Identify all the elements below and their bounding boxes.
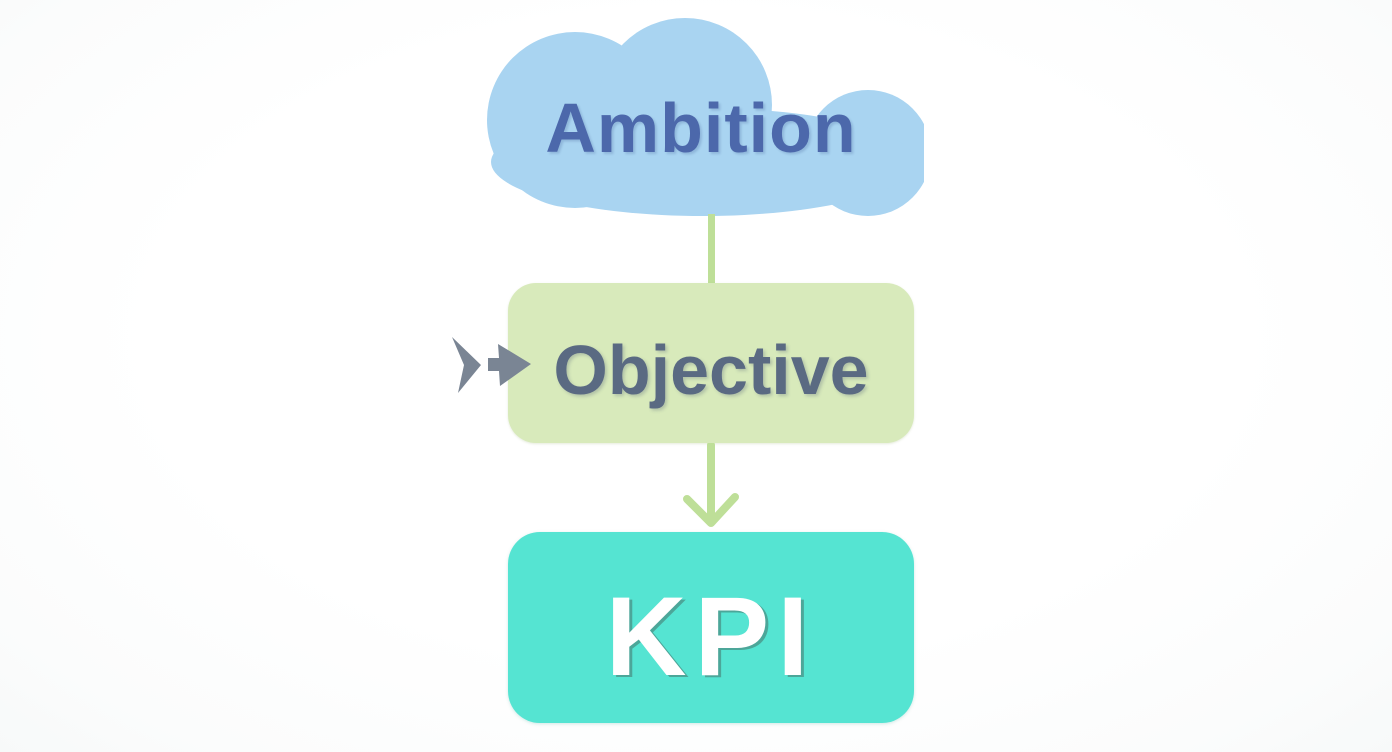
cloud-glyph <box>487 18 924 216</box>
kpi-node-label: KPI <box>605 574 817 699</box>
connector-ambition-to-objective <box>708 214 715 284</box>
ambition-node-label: Ambition <box>545 89 857 167</box>
kpi-node-box <box>508 532 914 723</box>
input-arrow-icon <box>452 337 531 393</box>
connector-objective-to-kpi <box>683 443 739 527</box>
objective-node-box <box>508 283 914 443</box>
double-chevron-right-icon <box>452 337 531 393</box>
ambition-cloud-shape <box>487 18 924 216</box>
objective-node-label: Objective <box>553 331 869 409</box>
arrow-down-icon <box>683 443 739 527</box>
